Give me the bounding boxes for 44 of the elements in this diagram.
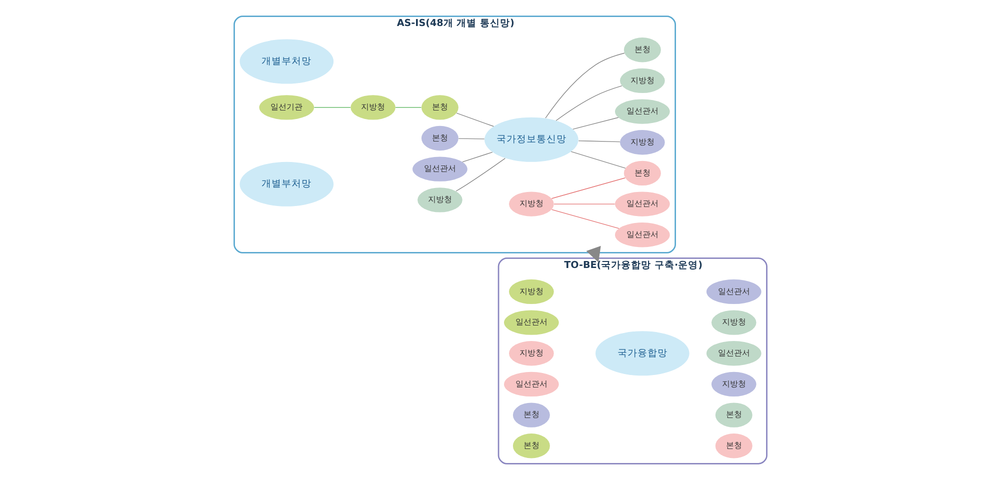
node-ellipse: 본청 <box>420 126 458 151</box>
arrow <box>586 246 600 262</box>
node-ellipse: 지방청 <box>710 310 756 335</box>
node-ellipse: 지방청 <box>508 279 554 304</box>
connector <box>544 52 624 118</box>
node-ellipse: 일선관서 <box>706 279 761 304</box>
node-ellipse: 본청 <box>714 402 752 428</box>
connector <box>458 138 484 140</box>
connector <box>456 112 494 127</box>
node-ellipse: 본청 <box>420 95 458 120</box>
node-ellipse: 국가정보통신망 <box>484 117 578 162</box>
node-ellipse: 일선기관 <box>258 95 314 120</box>
connector <box>313 107 350 108</box>
connector <box>550 209 619 229</box>
node-ellipse: 일선관서 <box>504 372 558 397</box>
node-ellipse: 지방청 <box>508 341 554 366</box>
node-ellipse: 지방청 <box>508 192 554 216</box>
node-ellipse: 일선관서 <box>706 341 761 366</box>
node-ellipse: 지방청 <box>417 188 462 212</box>
node-ellipse: 본청 <box>623 160 660 186</box>
node-ellipse: 지방청 <box>619 130 664 155</box>
node-ellipse: 본청 <box>623 38 660 62</box>
node-ellipse: 일선관서 <box>504 310 558 335</box>
node-ellipse: 지방청 <box>619 68 664 94</box>
node-ellipse: 본청 <box>512 434 550 458</box>
node-ellipse: 국가융합망 <box>594 331 689 376</box>
node-ellipse: 일선관서 <box>614 99 670 124</box>
connector <box>455 158 505 192</box>
node-ellipse: 지방청 <box>710 372 756 397</box>
node-ellipse: 일선관서 <box>614 222 670 248</box>
node-ellipse: 본청 <box>714 434 752 458</box>
connector <box>572 117 618 130</box>
node-ellipse: 개별부처망 <box>239 162 334 206</box>
connector <box>550 178 625 199</box>
connector <box>555 85 622 121</box>
node-ellipse: 개별부처망 <box>239 39 334 84</box>
connector <box>394 107 422 108</box>
node-ellipse: 일선관서 <box>412 156 467 182</box>
node-ellipse: 지방청 <box>350 95 395 120</box>
node-ellipse: 일선관서 <box>614 192 670 216</box>
node-ellipse: 본청 <box>512 402 550 428</box>
connector <box>578 140 620 142</box>
connector <box>570 151 626 169</box>
connector <box>462 152 492 162</box>
